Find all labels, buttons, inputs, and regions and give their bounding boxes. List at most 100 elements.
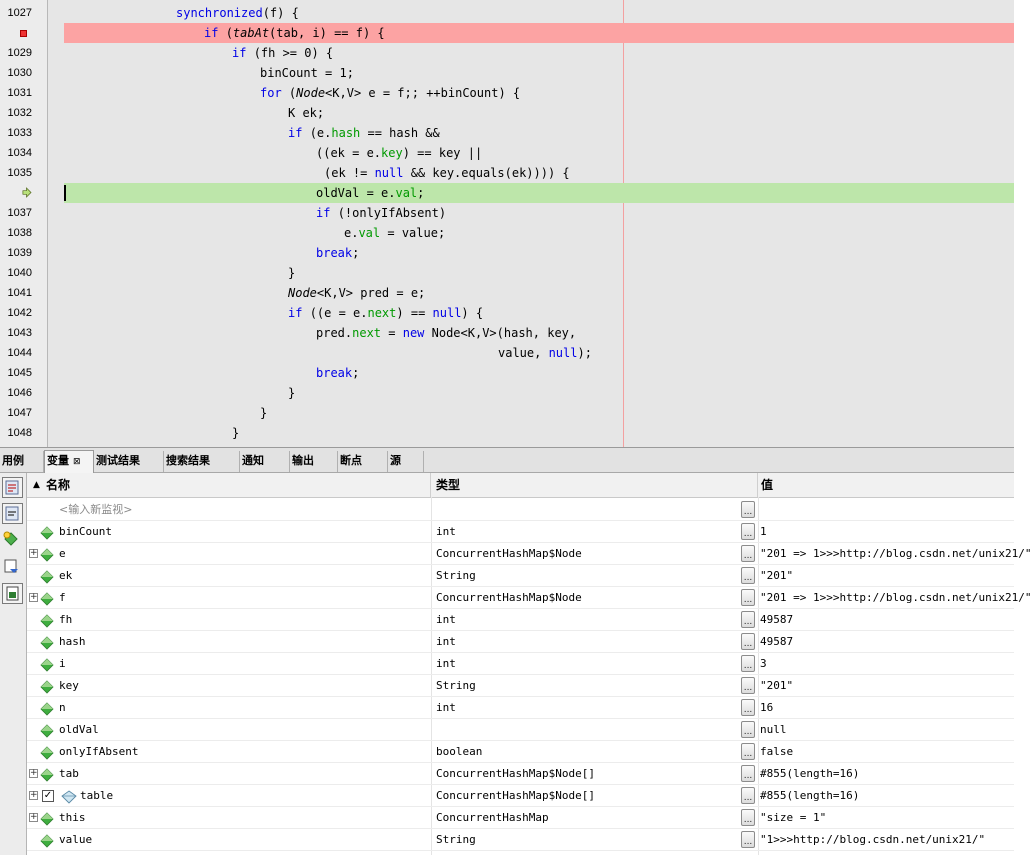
code-line[interactable]: if (fh >= 0) { [64,43,1014,63]
ellipsis-button[interactable]: ... [741,765,755,782]
variable-value[interactable]: 49587 [760,635,794,648]
variable-value[interactable]: #855(length=16) [760,789,860,802]
variable-value[interactable]: 3 [760,657,767,670]
ellipsis-button[interactable]: ... [741,809,755,826]
breakpoint-line[interactable]: if (tabAt(tab, i) == f) { [64,23,1014,43]
line-number-gutter[interactable] [0,0,34,447]
code-line[interactable]: value, null); [64,343,1014,363]
code-line[interactable]: e.val = value; [64,223,1014,243]
code-token: = value; [380,226,446,240]
code-line[interactable]: for (Node<K,V> e = f;; ++binCount) { [64,83,1014,103]
tab-5[interactable]: 输出 [290,451,338,472]
ellipsis-button[interactable]: ... [741,787,755,804]
tab-close-icon[interactable]: ⊠ [73,457,81,467]
code-line[interactable]: K ek; [64,103,1014,123]
new-watch-row[interactable]: <输入新监视> ... [27,499,1014,521]
variable-value[interactable]: "201" [760,679,794,692]
new-watch-button[interactable] [2,530,23,551]
code-line[interactable]: Node<K,V> pred = e; [64,283,1014,303]
ellipsis-button[interactable]: ... [741,699,755,716]
column-header-type[interactable]: 类型 [431,473,758,497]
variable-value[interactable]: 1 [760,525,767,538]
code-line[interactable]: break; [64,363,1014,383]
code-line[interactable]: (ek != null && key.equals(ek)))) { [64,163,1014,183]
code-line[interactable]: } [64,423,1014,443]
code-line[interactable]: ((ek = e.key) == key || [64,143,1014,163]
expand-icon[interactable]: + [29,768,38,778]
variable-value[interactable]: "201 => 1>>>http://blog.csdn.net/unix21/… [760,547,1032,560]
code-line[interactable]: if (e.hash == hash && [64,123,1014,143]
column-header-value[interactable]: 值 [758,473,1014,497]
code-line[interactable]: binCount = 1; [64,63,1014,83]
ellipsis-button[interactable]: ... [741,677,755,694]
show-static-button[interactable] [2,583,23,604]
table-row[interactable]: oldVal...null [27,719,1014,741]
variable-value[interactable]: #855(length=16) [760,767,860,780]
expand-icon[interactable]: + [29,592,38,602]
ellipsis-button[interactable]: ... [741,501,755,518]
ellipsis-button[interactable]: ... [741,611,755,628]
tab-1[interactable]: 变量⊠ [44,450,94,473]
expand-icon[interactable]: + [29,790,38,800]
code-line[interactable]: pred.next = new Node<K,V>(hash, key, [64,323,1014,343]
ellipsis-button[interactable]: ... [741,655,755,672]
ellipsis-button[interactable]: ... [741,567,755,584]
variable-value[interactable]: 49587 [760,613,794,626]
ellipsis-button[interactable]: ... [741,545,755,562]
column-header-name[interactable]: ▲ 名称 [27,473,431,497]
expand-icon[interactable]: + [29,812,38,822]
variable-value[interactable]: 16 [760,701,774,714]
code-line[interactable]: if (!onlyIfAbsent) [64,203,1014,223]
variable-value[interactable]: "201" [760,569,794,582]
code-line[interactable]: break; [64,243,1014,263]
ellipsis-button[interactable]: ... [741,633,755,650]
tab-4[interactable]: 通知 [240,451,290,472]
code-line[interactable]: if ((e = e.next) == null) { [64,303,1014,323]
tab-7[interactable]: 源 [388,451,424,472]
current-execution-line[interactable]: oldVal = e.val; [64,183,1014,203]
variable-value[interactable]: null [760,723,787,736]
checkbox[interactable]: ✓ [42,790,54,802]
tab-3[interactable]: 搜索结果 [164,451,240,472]
ellipsis-button[interactable]: ... [741,743,755,760]
variable-value[interactable]: "size = 1" [760,811,827,824]
filter-button[interactable] [2,557,23,578]
code-line-text: K ek; [288,103,324,123]
code-token: ) { [461,306,484,320]
new-watch-placeholder[interactable]: <输入新监视> [59,503,133,516]
variable-value[interactable]: "1>>>http://blog.csdn.net/unix21/" [760,833,986,846]
ellipsis-button[interactable]: ... [741,831,755,848]
ellipsis-button[interactable]: ... [741,721,755,738]
code-line[interactable]: synchronized(f) { [64,3,1014,23]
ellipsis-button[interactable]: ... [741,523,755,540]
show-watches-button[interactable] [2,503,23,524]
variable-value[interactable]: "201 => 1>>>http://blog.csdn.net/unix21/… [760,591,1032,604]
expand-icon[interactable]: + [29,548,38,558]
code-line[interactable]: } [64,403,1014,423]
variable-value[interactable]: false [760,745,794,758]
code-line[interactable]: } [64,383,1014,403]
breakpoint-icon[interactable] [20,30,27,37]
tab-6[interactable]: 断点 [338,451,388,472]
tab-0[interactable]: 用例 [0,451,44,472]
ellipsis-button[interactable]: ... [741,589,755,606]
show-variables-button[interactable] [2,477,23,498]
code-line[interactable]: } [64,263,1014,283]
tab-2[interactable]: 测试结果 [94,451,164,472]
